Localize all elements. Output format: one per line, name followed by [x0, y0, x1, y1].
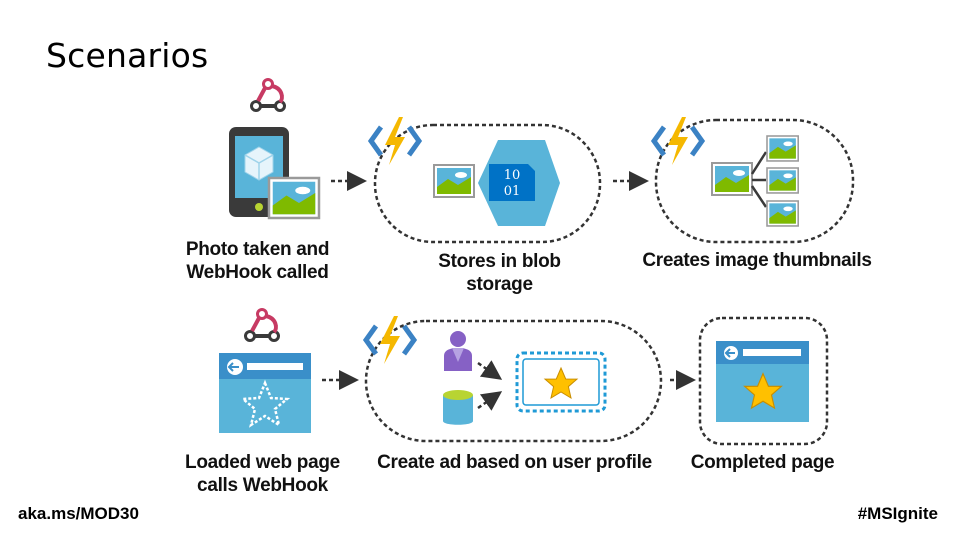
webhook-icon — [243, 307, 281, 343]
step-label-completed: Completed page — [670, 451, 855, 474]
label-line: WebHook called — [186, 262, 329, 283]
step-label-thumbnails: Creates image thumbnails — [622, 249, 892, 272]
label-line: Create ad based on user profile — [377, 452, 652, 473]
blob-text-bottom: 01 — [504, 184, 521, 199]
database-icon — [443, 390, 473, 425]
azure-function-icon — [371, 117, 419, 165]
image-icon — [267, 176, 321, 220]
label-line: Photo taken and — [185, 239, 330, 260]
step-label-blob-storage: Stores in blob storage — [412, 250, 587, 296]
browser-icon — [716, 341, 809, 422]
label-line: calls WebHook — [197, 475, 328, 496]
step-label-loaded-page: Loaded web page calls WebHook — [165, 451, 360, 497]
step-label-create-ad: Create ad based on user profile — [362, 451, 667, 474]
image-icon — [433, 164, 475, 198]
label-line: Stores in blob — [438, 251, 561, 272]
step-label-photo-taken: Photo taken and WebHook called — [165, 238, 350, 284]
arrow-icon — [477, 360, 503, 380]
ad-box — [515, 351, 607, 413]
page-title: Scenarios — [46, 36, 209, 75]
label-line: Creates image thumbnails — [642, 250, 872, 271]
user-icon — [444, 331, 472, 371]
thumbnail-icon — [711, 135, 799, 227]
ad-step-boundary — [364, 319, 663, 443]
footer-link: aka.ms/MOD30 — [18, 504, 139, 523]
label-line: Completed page — [690, 452, 835, 473]
webhook-icon — [249, 77, 287, 113]
arrow-icon — [477, 391, 503, 411]
blob-step-boundary — [373, 123, 602, 244]
label-line: Loaded web page — [185, 452, 340, 473]
browser-icon — [219, 353, 311, 433]
label-line: storage — [466, 274, 533, 295]
footer-hashtag: #MSIgnite — [857, 504, 938, 523]
star-icon — [544, 367, 578, 399]
thumbnail-step-boundary — [654, 118, 855, 244]
blob-storage-icon: 10 01 — [478, 140, 560, 226]
completed-step-boundary — [698, 316, 829, 446]
blob-text-top: 10 — [504, 168, 521, 183]
